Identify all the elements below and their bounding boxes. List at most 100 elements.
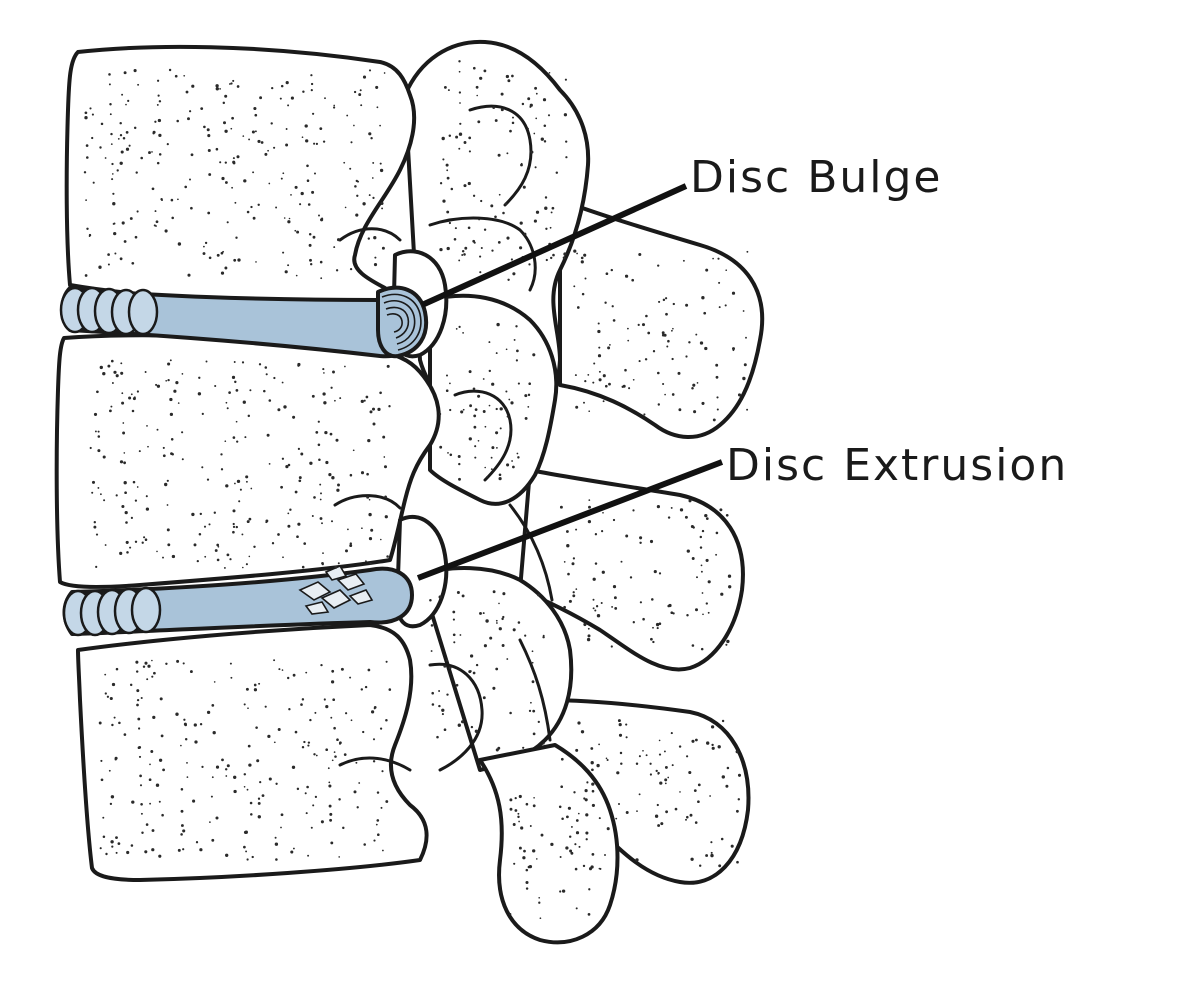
stipple-dot bbox=[498, 477, 502, 481]
stipple-dot bbox=[353, 90, 357, 94]
stipple-dot bbox=[512, 823, 516, 826]
stipple-dot bbox=[226, 553, 230, 557]
stipple-dot bbox=[502, 615, 505, 619]
stipple-dot bbox=[134, 235, 138, 239]
stipple-dot bbox=[235, 420, 238, 423]
stipple-dot bbox=[573, 791, 576, 794]
stipple-dot bbox=[202, 252, 206, 256]
stipple-dot bbox=[540, 833, 544, 837]
stipple-dot bbox=[585, 831, 589, 835]
stipple-dot bbox=[712, 257, 714, 260]
stipple-dot bbox=[479, 271, 482, 274]
stipple-dot bbox=[300, 452, 304, 456]
stipple-dot bbox=[468, 370, 472, 374]
stipple-dot bbox=[567, 572, 570, 576]
stipple-dot bbox=[496, 622, 498, 624]
stipple-dot bbox=[111, 723, 114, 727]
stipple-dot bbox=[458, 60, 461, 63]
stipple-dot bbox=[317, 420, 320, 423]
stipple-dot bbox=[385, 800, 389, 803]
stipple-dot bbox=[120, 362, 123, 365]
stipple-dot bbox=[381, 770, 384, 773]
stipple-dot bbox=[491, 382, 495, 386]
stipple-dot bbox=[583, 622, 587, 627]
stipple-dot bbox=[107, 253, 110, 256]
stipple-dot bbox=[232, 79, 235, 82]
stipple-dot bbox=[243, 773, 247, 776]
stipple-dot bbox=[560, 785, 564, 789]
stipple-dot bbox=[243, 785, 246, 788]
stipple-dot bbox=[467, 226, 471, 230]
stipple-dot bbox=[693, 410, 697, 414]
stipple-dot bbox=[338, 742, 342, 745]
stipple-dot bbox=[730, 844, 734, 848]
stipple-dot bbox=[736, 860, 739, 864]
stipple-dot bbox=[338, 856, 341, 858]
stipple-dot bbox=[664, 782, 667, 785]
stipple-dot bbox=[540, 137, 544, 141]
stipple-dot bbox=[311, 190, 315, 194]
stipple-dot bbox=[724, 304, 727, 307]
stipple-dot bbox=[247, 707, 249, 710]
stipple-dot bbox=[177, 848, 181, 852]
stipple-dot bbox=[453, 238, 457, 241]
stipple-dot bbox=[472, 66, 476, 70]
stipple-dot bbox=[560, 757, 564, 761]
stipple-dot bbox=[558, 805, 562, 809]
stipple-dot bbox=[173, 389, 177, 393]
stipple-dot bbox=[248, 517, 252, 521]
stipple-dot bbox=[232, 509, 236, 513]
stipple-dot bbox=[207, 211, 211, 215]
stipple-dot bbox=[186, 762, 188, 764]
stipple-dot bbox=[458, 91, 462, 94]
stipple-dot bbox=[584, 789, 588, 793]
stipple-dot bbox=[91, 113, 94, 116]
stipple-dot bbox=[453, 641, 456, 644]
stipple-dot bbox=[280, 485, 283, 489]
stipple-dot bbox=[674, 807, 678, 811]
stipple-dot bbox=[658, 753, 662, 756]
stipple-dot bbox=[313, 172, 317, 175]
stipple-dot bbox=[183, 74, 186, 77]
stipple-dot bbox=[156, 384, 161, 388]
stipple-dot bbox=[574, 867, 578, 871]
stipple-dot bbox=[532, 353, 536, 357]
stipple-dot bbox=[657, 264, 660, 267]
stipple-dot bbox=[457, 455, 461, 458]
stipple-dot bbox=[717, 257, 720, 260]
stipple-dot bbox=[448, 134, 452, 138]
stipple-dot bbox=[374, 256, 377, 259]
stipple-dot bbox=[735, 750, 739, 754]
stipple-dot bbox=[461, 254, 464, 256]
stipple-dot bbox=[563, 605, 566, 609]
stipple-dot bbox=[718, 281, 721, 284]
stipple-dot bbox=[125, 131, 129, 134]
stipple-dot bbox=[333, 726, 336, 730]
stipple-dot bbox=[184, 737, 188, 741]
stipple-dot bbox=[242, 135, 245, 137]
stipple-dot bbox=[215, 147, 219, 151]
stipple-dot bbox=[164, 229, 168, 233]
stipple-dot bbox=[283, 405, 287, 409]
stipple-dot bbox=[345, 549, 348, 553]
stipple-dot bbox=[355, 213, 359, 217]
stipple-dot bbox=[221, 758, 224, 762]
stipple-dot bbox=[321, 563, 324, 566]
stipple-dot bbox=[479, 255, 482, 258]
stipple-dot bbox=[667, 516, 671, 519]
stipple-dot bbox=[222, 250, 225, 253]
stipple-dot bbox=[555, 171, 559, 174]
stipple-dot bbox=[638, 252, 642, 257]
stipple-dot bbox=[91, 491, 94, 494]
stipple-dot bbox=[431, 691, 434, 695]
stipple-dot bbox=[253, 545, 256, 549]
stipple-dot bbox=[115, 851, 118, 854]
stipple-dot bbox=[127, 99, 130, 102]
stipple-dot bbox=[230, 82, 233, 85]
stipple-dot bbox=[244, 436, 247, 439]
stipple-dot bbox=[344, 365, 346, 368]
stipple-dot bbox=[119, 121, 122, 125]
stipple-dot bbox=[562, 256, 566, 260]
stipple-dot bbox=[157, 94, 160, 97]
